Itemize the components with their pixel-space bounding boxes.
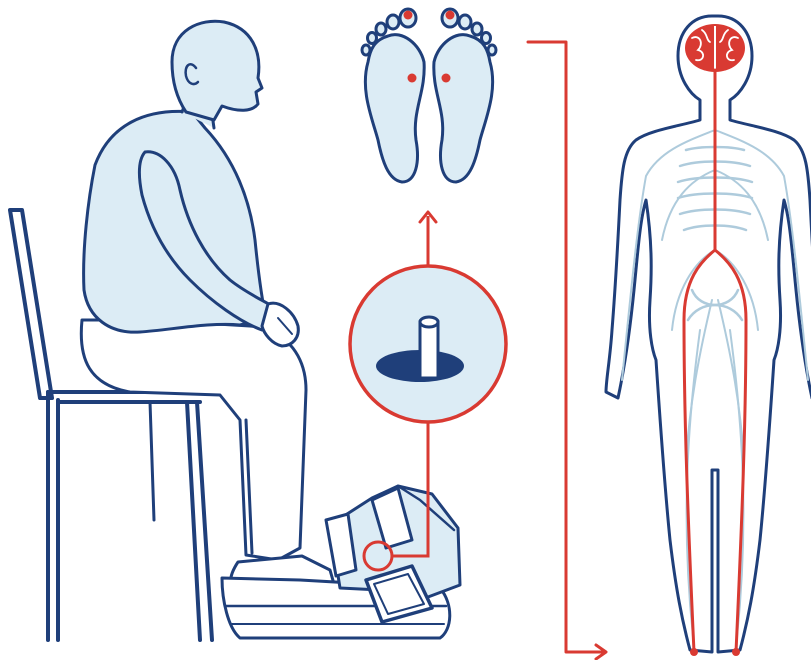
stimulation-point xyxy=(404,11,413,20)
brain-icon xyxy=(685,24,745,72)
foot-point-left xyxy=(690,648,698,656)
foot-soles-icon xyxy=(362,9,496,182)
needle-probe-icon xyxy=(420,317,438,378)
pathway-arrow xyxy=(528,42,606,659)
nervous-system-body-icon xyxy=(606,16,811,656)
stimulation-point xyxy=(408,74,417,83)
stimulation-point xyxy=(442,74,451,83)
seated-person-icon xyxy=(81,21,334,592)
foot-point-right xyxy=(732,648,740,656)
stimulation-point xyxy=(446,11,455,20)
